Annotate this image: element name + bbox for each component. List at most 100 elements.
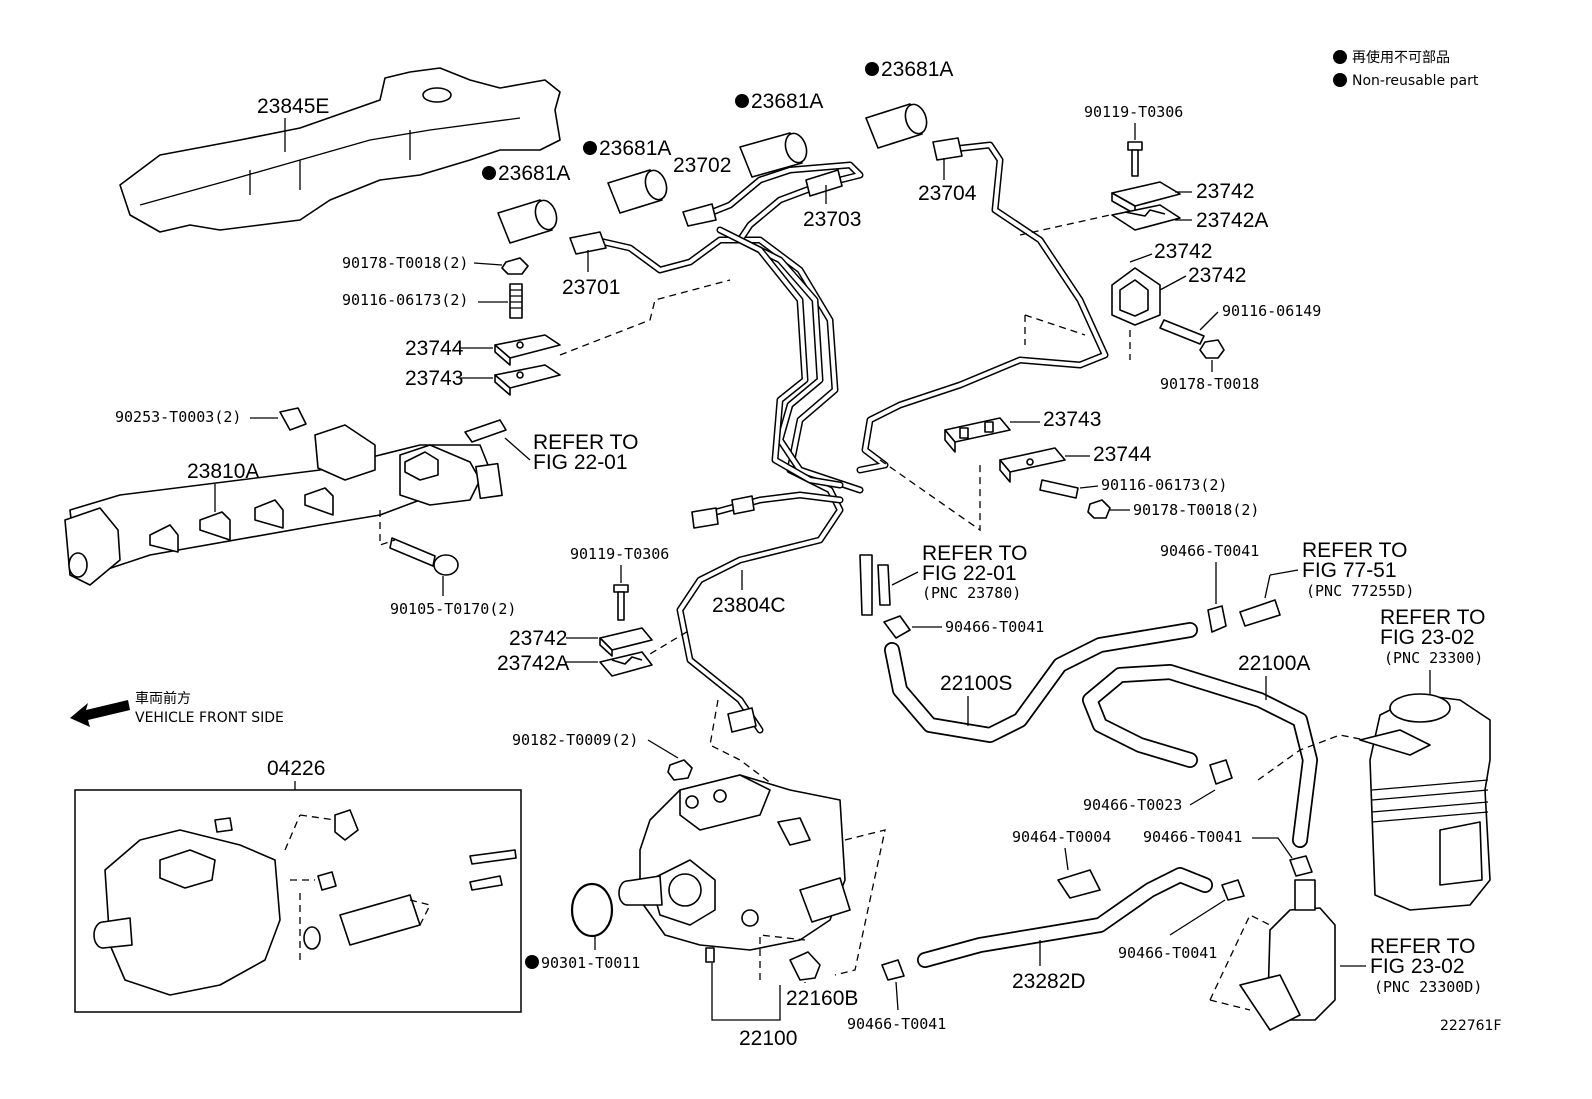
label-22100S: 22100S (940, 672, 1012, 695)
clip-90466-T0041-c[interactable] (1289, 855, 1313, 877)
legend-jp: 再使用不可部品 (1352, 49, 1450, 66)
figure-id: 222761F (1440, 1018, 1502, 1034)
label-90119-T0306-top: 90119-T0306 (1084, 103, 1183, 121)
plug-22160B[interactable] (789, 951, 821, 981)
clip-90466-T0041-b[interactable] (1207, 605, 1227, 633)
label-90116-06149: 90116-06149 (1222, 302, 1321, 320)
pipe-77255D[interactable] (1239, 599, 1281, 627)
label-23681A-d: 23681A (881, 58, 953, 81)
label-23702: 23702 (673, 154, 731, 177)
non-reusable-dot-icon (583, 141, 597, 155)
injector-seal-23681A-b[interactable] (607, 168, 670, 214)
nut-90178-right-2[interactable] (1087, 499, 1111, 519)
engine-cover-23845E[interactable] (119, 67, 561, 233)
common-rail-23810A[interactable] (64, 419, 507, 586)
fuel-pipe-return[interactable] (859, 554, 891, 616)
cap-90253-T0003[interactable] (279, 407, 307, 431)
clamp-23742A-low[interactable] (599, 651, 653, 677)
clamp-23744-right[interactable] (999, 447, 1066, 483)
supply-pump-22100[interactable] (618, 774, 851, 963)
clamp-23742-low[interactable] (599, 627, 653, 657)
label-90464-T0004: 90464-T0004 (1012, 828, 1111, 846)
label-refer-23-02-a2: FIG 23-02 (1380, 626, 1475, 649)
label-refer-22-01-b2: FIG 22-01 (922, 562, 1017, 585)
label-23742-mid1: 23742 (1154, 240, 1212, 263)
clip-90466-T0041-d[interactable] (1221, 879, 1245, 901)
nut-90178-left[interactable] (501, 257, 529, 275)
label-23681A-b: 23681A (599, 137, 671, 160)
label-90466-T0041-b: 90466-T0041 (1160, 542, 1259, 560)
fuel-sedimenter-23300D[interactable] (1239, 879, 1336, 1031)
label-23742-low: 23742 (509, 627, 567, 650)
label-refer-23-02-b1: REFER TO (1370, 935, 1475, 958)
label-90466-T0041-e: 90466-T0041 (847, 1015, 946, 1033)
bolt-90116-06149[interactable] (1159, 319, 1205, 345)
label-refer-23-02-b3: (PNC 23300D) (1374, 978, 1482, 996)
label-23703: 23703 (803, 208, 861, 231)
clip-90466-T0041-a[interactable] (883, 615, 911, 639)
label-90119-T0306-mid: 90119-T0306 (570, 545, 669, 563)
clamp-23744-left[interactable] (494, 334, 561, 366)
stud-90116-left[interactable] (509, 283, 523, 319)
vehicle-front-jp: 車両前方 (135, 690, 191, 707)
label-23681A-c: 23681A (751, 90, 823, 113)
clamp-23742-side[interactable] (1111, 267, 1161, 326)
label-90301-T0011: 90301-T0011 (541, 954, 640, 972)
label-refer-22-01-a2: FIG 22-01 (533, 451, 628, 474)
fuel-filter-23300[interactable] (1359, 693, 1491, 911)
label-refer-77-51-3: (PNC 77255D) (1306, 582, 1414, 600)
label-90178-T0018-2-left: 90178-T0018(2) (342, 254, 468, 272)
clip-90466-T0041-e[interactable] (881, 959, 905, 981)
label-23743-right: 23743 (1043, 408, 1101, 431)
legend: 再使用不可部品 Non-reusable part (1333, 49, 1479, 89)
label-refer-77-51-1: REFER TO (1302, 539, 1407, 562)
label-refer-23-02-a1: REFER TO (1380, 606, 1485, 629)
label-90466-T0041-c: 90466-T0041 (1143, 828, 1242, 846)
non-reusable-dot-icon (482, 166, 496, 180)
kit-pump-illustration[interactable] (93, 809, 517, 996)
vehicle-front-en: VEHICLE FRONT SIDE (135, 710, 284, 726)
label-90116-06173-2-left: 90116-06173(2) (342, 291, 468, 309)
nut-90178-right[interactable] (1199, 339, 1225, 359)
clamp-23743-right[interactable] (944, 417, 1011, 453)
hose-22100A[interactable] (1082, 664, 1318, 848)
non-reusable-dot-icon (525, 955, 539, 969)
label-refer-22-01-a1: REFER TO (533, 431, 638, 454)
label-refer-77-51-2: FIG 77-51 (1302, 559, 1397, 582)
bolt-90119-top[interactable] (1127, 141, 1143, 177)
label-90116-06173-2-right: 90116-06173(2) (1101, 476, 1227, 494)
label-23742A-top: 23742A (1196, 209, 1268, 232)
hose-22100S[interactable] (884, 622, 1198, 743)
hose-23282D[interactable] (917, 867, 1213, 968)
non-reusable-dot-icon (735, 94, 749, 108)
label-22160B: 22160B (786, 987, 858, 1010)
label-23742-mid2: 23742 (1188, 264, 1246, 287)
injector-seal-23681A-c[interactable] (739, 131, 810, 178)
injection-pipe-bundle[interactable] (569, 137, 1109, 734)
kit-04226-box (74, 789, 522, 1013)
clamp-23743-left[interactable] (494, 364, 561, 396)
label-90466-T0041-a: 90466-T0041 (945, 618, 1044, 636)
label-90105-T0170-2: 90105-T0170(2) (390, 600, 516, 618)
non-reusable-dot-icon (865, 62, 879, 76)
label-refer-22-01-b3: (PNC 23780) (922, 584, 1021, 602)
legend-en: Non-reusable part (1352, 73, 1479, 89)
bolt-90119-mid[interactable] (613, 584, 629, 621)
label-22100A: 22100A (1238, 652, 1310, 675)
clip-90466-T0023[interactable] (1209, 759, 1233, 785)
o-ring-90301-T0011[interactable] (570, 882, 614, 938)
injector-seal-23681A-a[interactable] (497, 198, 560, 244)
label-23282D: 23282D (1012, 970, 1086, 993)
label-23845E: 23845E (257, 95, 329, 118)
label-22100: 22100 (739, 1027, 797, 1050)
label-refer-22-01-b1: REFER TO (922, 542, 1027, 565)
clamp-23742A-top[interactable] (1111, 204, 1181, 231)
clip-90464-T0004[interactable] (1057, 869, 1101, 899)
bolt-90105-T0170[interactable] (389, 537, 459, 576)
injector-seal-23681A-d[interactable] (865, 102, 930, 149)
stud-90116-right[interactable] (1039, 479, 1079, 499)
label-90178-T0018-right: 90178-T0018 (1160, 375, 1259, 393)
label-90466-T0023: 90466-T0023 (1083, 796, 1182, 814)
nut-90182-T0009[interactable] (667, 759, 693, 781)
